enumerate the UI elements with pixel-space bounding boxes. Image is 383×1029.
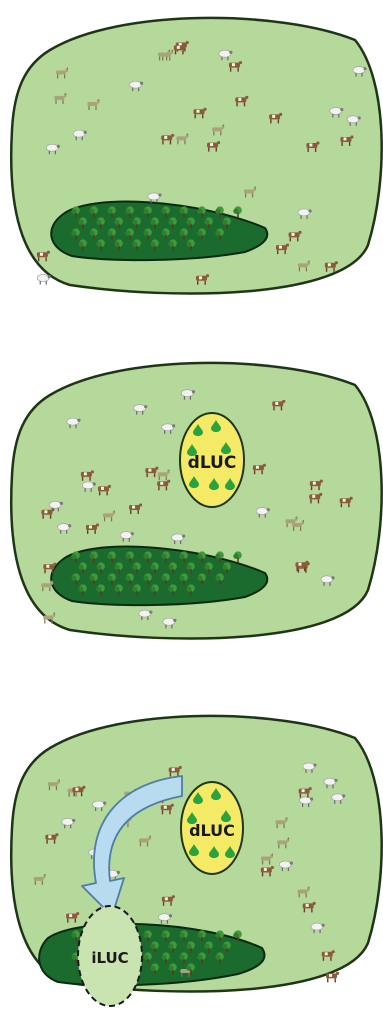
sheep-icon xyxy=(37,275,51,285)
dluc-label: dLUC xyxy=(188,453,237,473)
panel-2-direct: dLUC xyxy=(11,363,381,639)
dluc-crop-area: dLUC xyxy=(180,413,244,507)
iluc-label: iLUC xyxy=(91,949,128,967)
iluc-area: iLUC xyxy=(78,906,142,1006)
panel-3-indirect: dLUC iLUC xyxy=(11,716,381,1006)
dluc-crop-area: dLUC xyxy=(181,782,243,874)
dluc-label: dLUC xyxy=(189,821,235,840)
panel-1-baseline xyxy=(11,18,381,294)
cow-icon xyxy=(326,972,339,983)
